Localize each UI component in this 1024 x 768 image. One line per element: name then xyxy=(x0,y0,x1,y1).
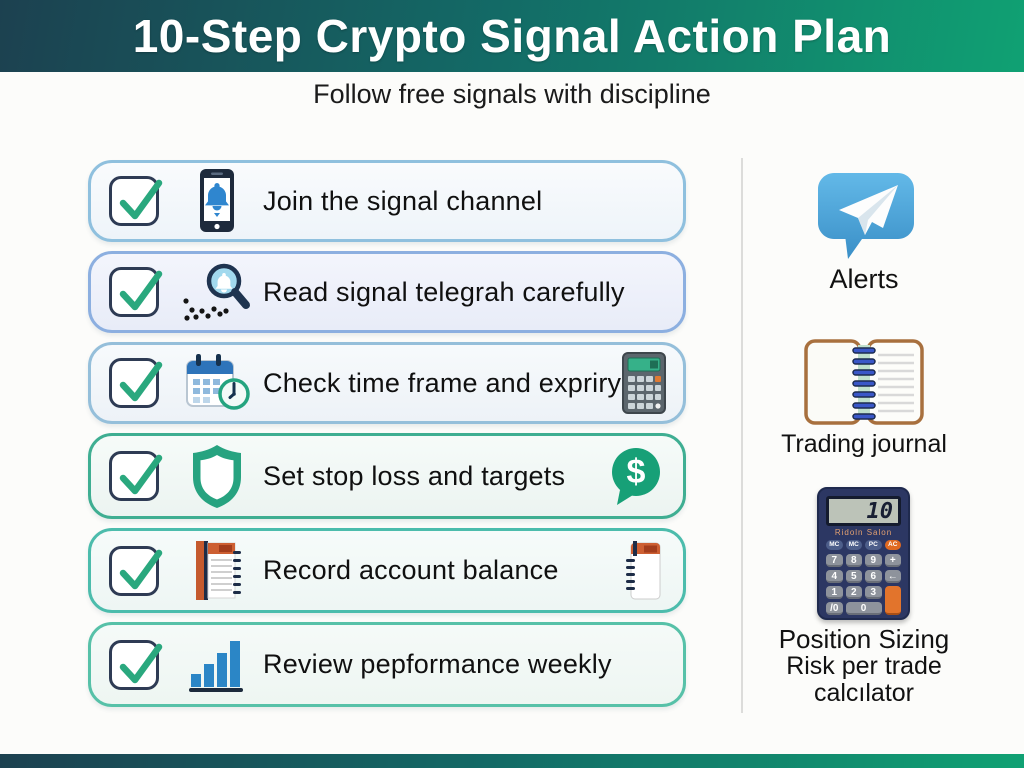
shield-icon xyxy=(179,442,255,510)
checkbox-checked[interactable] xyxy=(109,451,163,501)
notepad-icon xyxy=(179,537,255,605)
open-notebook-icon xyxy=(798,333,930,435)
checklist-item-label: Set stop loss and targets xyxy=(263,460,566,491)
checklist-item-label: Join the signal channel xyxy=(263,185,543,216)
calc-key-mc2[interactable]: MC xyxy=(845,540,862,550)
checkmark-icon xyxy=(119,270,163,311)
header-banner: 10-Step Crypto Signal Action Plan xyxy=(0,0,1024,72)
checklist-row-record-balance: Record account balance xyxy=(88,528,686,613)
checkbox-checked[interactable] xyxy=(109,639,163,690)
calc-key-1[interactable]: 1 xyxy=(826,586,843,599)
checklist-row-read-signal: Read signal telegrah carefully xyxy=(88,251,686,333)
notepad-icon xyxy=(621,539,665,603)
checkmark-icon xyxy=(119,179,163,220)
calc-key-6[interactable]: 6 xyxy=(865,570,882,583)
checkmark-icon xyxy=(119,454,163,495)
calc-key-4[interactable]: 4 xyxy=(826,570,843,583)
bar-chart-icon xyxy=(179,636,255,694)
caption-line-3: calcılator xyxy=(813,679,915,708)
checkbox-checked[interactable] xyxy=(109,358,163,408)
calculator-caption: Position Sizing Risk per trade calcılato… xyxy=(752,625,976,707)
calc-key-mc[interactable]: MC xyxy=(826,540,843,550)
position-calculator: 10 Ridoln Salon MC MC PC AC 7 8 9 + 4 5 … xyxy=(817,487,910,620)
calc-key-equals[interactable] xyxy=(884,586,901,615)
magnifier-bell-icon xyxy=(179,260,255,324)
vertical-divider xyxy=(741,158,743,713)
checklist-item-label: Review pepformance weekly xyxy=(263,649,612,679)
calc-key-5[interactable]: 5 xyxy=(845,570,862,583)
page-subtitle: Follow free signals with discipline xyxy=(313,79,711,109)
caption-line-2: Risk per trade xyxy=(786,652,942,681)
checkmark-icon xyxy=(119,643,163,683)
calc-key-2[interactable]: 2 xyxy=(845,586,862,599)
caption-line-1: Position Sizing xyxy=(778,624,950,654)
telegram-bubble-icon xyxy=(814,170,918,267)
phone-bell-icon xyxy=(179,167,255,235)
trading-journal-label: Trading journal xyxy=(781,430,947,458)
checklist-row-review-performance: Review pepformance weekly xyxy=(88,622,686,707)
calc-key-0[interactable]: 0 xyxy=(845,602,882,615)
checklist-item-label: Check time frame and expriry xyxy=(263,367,622,398)
checkbox-checked[interactable] xyxy=(109,176,163,226)
dollar-bubble-icon: $ xyxy=(605,445,665,507)
calc-key-9[interactable]: 9 xyxy=(865,554,882,567)
alerts-label: Alerts xyxy=(829,264,899,294)
page-title: 10-Step Crypto Signal Action Plan xyxy=(132,10,892,62)
calc-key-dot0[interactable]: /0 xyxy=(826,602,843,615)
calculator-display: 10 xyxy=(826,496,901,526)
checkmark-icon xyxy=(119,549,163,589)
footer-bar xyxy=(0,754,1024,768)
calc-key-7[interactable]: 7 xyxy=(826,554,843,567)
calculator-brand-text: Ridoln Salon xyxy=(834,528,893,537)
checklist-row-stop-loss: Set stop loss and targets $ xyxy=(88,433,686,519)
calc-key-8[interactable]: 8 xyxy=(845,554,862,567)
calc-key-plus[interactable]: + xyxy=(884,554,901,567)
checkmark-icon xyxy=(119,361,163,402)
checklist-row-check-timeframe: Check time frame and expriry xyxy=(88,342,686,424)
checklist-item-label: Record account balance xyxy=(263,555,559,585)
svg-text:$: $ xyxy=(627,453,646,491)
checklist: Join the signal channel xyxy=(88,160,686,707)
checklist-row-join-channel: Join the signal channel xyxy=(88,160,686,242)
checklist-item-label: Read signal telegrah carefully xyxy=(263,276,625,307)
calc-key-ac[interactable]: AC xyxy=(884,540,901,550)
calc-key-3[interactable]: 3 xyxy=(865,586,882,599)
calendar-clock-icon xyxy=(179,352,255,414)
calc-key-pc[interactable]: PC xyxy=(865,540,882,550)
calc-key-back[interactable]: ← xyxy=(884,570,901,583)
checkbox-checked[interactable] xyxy=(109,267,163,317)
calculator-icon xyxy=(621,351,667,415)
checkbox-checked[interactable] xyxy=(109,545,163,596)
